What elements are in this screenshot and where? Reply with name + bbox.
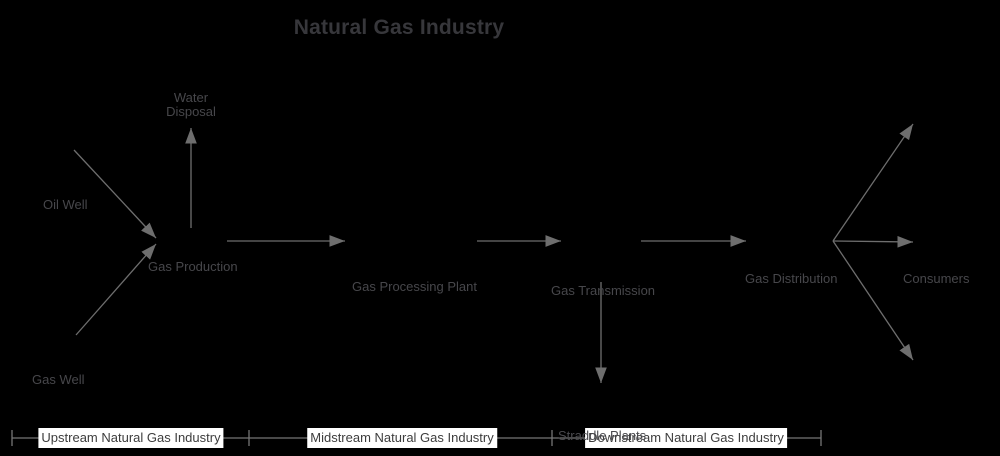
node-label-gas-production: Gas Production [148,259,238,274]
bracket-label-downstream-text: Downstream Natural Gas Industry [588,430,784,445]
bracket-label-upstream: Upstream Natural Gas Industry [38,428,224,448]
node-label-gas-distribution: Gas Distribution [745,271,838,286]
node-label-water-disposal: Water Disposal [166,90,216,119]
arrow-oil-well-to-gas-production [73,149,157,239]
bracket-label-midstream: Midstream Natural Gas Industry [307,428,497,448]
arrow-gas-distribution-to-consumers-lower [832,240,914,361]
bracket-label-midstream-text: Midstream Natural Gas Industry [310,430,494,445]
node-label-gas-processing-plant: Gas Processing Plant [352,279,478,294]
arrow-gas-distribution-to-consumers-middle [832,235,914,248]
node-label-gas-transmission: Gas Transmission [551,283,656,298]
node-label-oil-well: Oil Well [43,197,88,212]
arrow-gas-well-to-gas-production [75,243,157,336]
diagram-title: Natural Gas Industry [293,16,505,39]
node-label-consumers: Consumers [903,271,970,286]
arrow-gas-distribution-to-consumers-upper [832,123,914,242]
bracket-label-upstream-text: Upstream Natural Gas Industry [41,430,221,445]
node-label-straddle-plants: Straddle Plants [558,428,647,443]
bracket-label-downstream: Downstream Natural Gas Industry [585,428,787,448]
node-label-gas-well: Gas Well [32,372,85,387]
